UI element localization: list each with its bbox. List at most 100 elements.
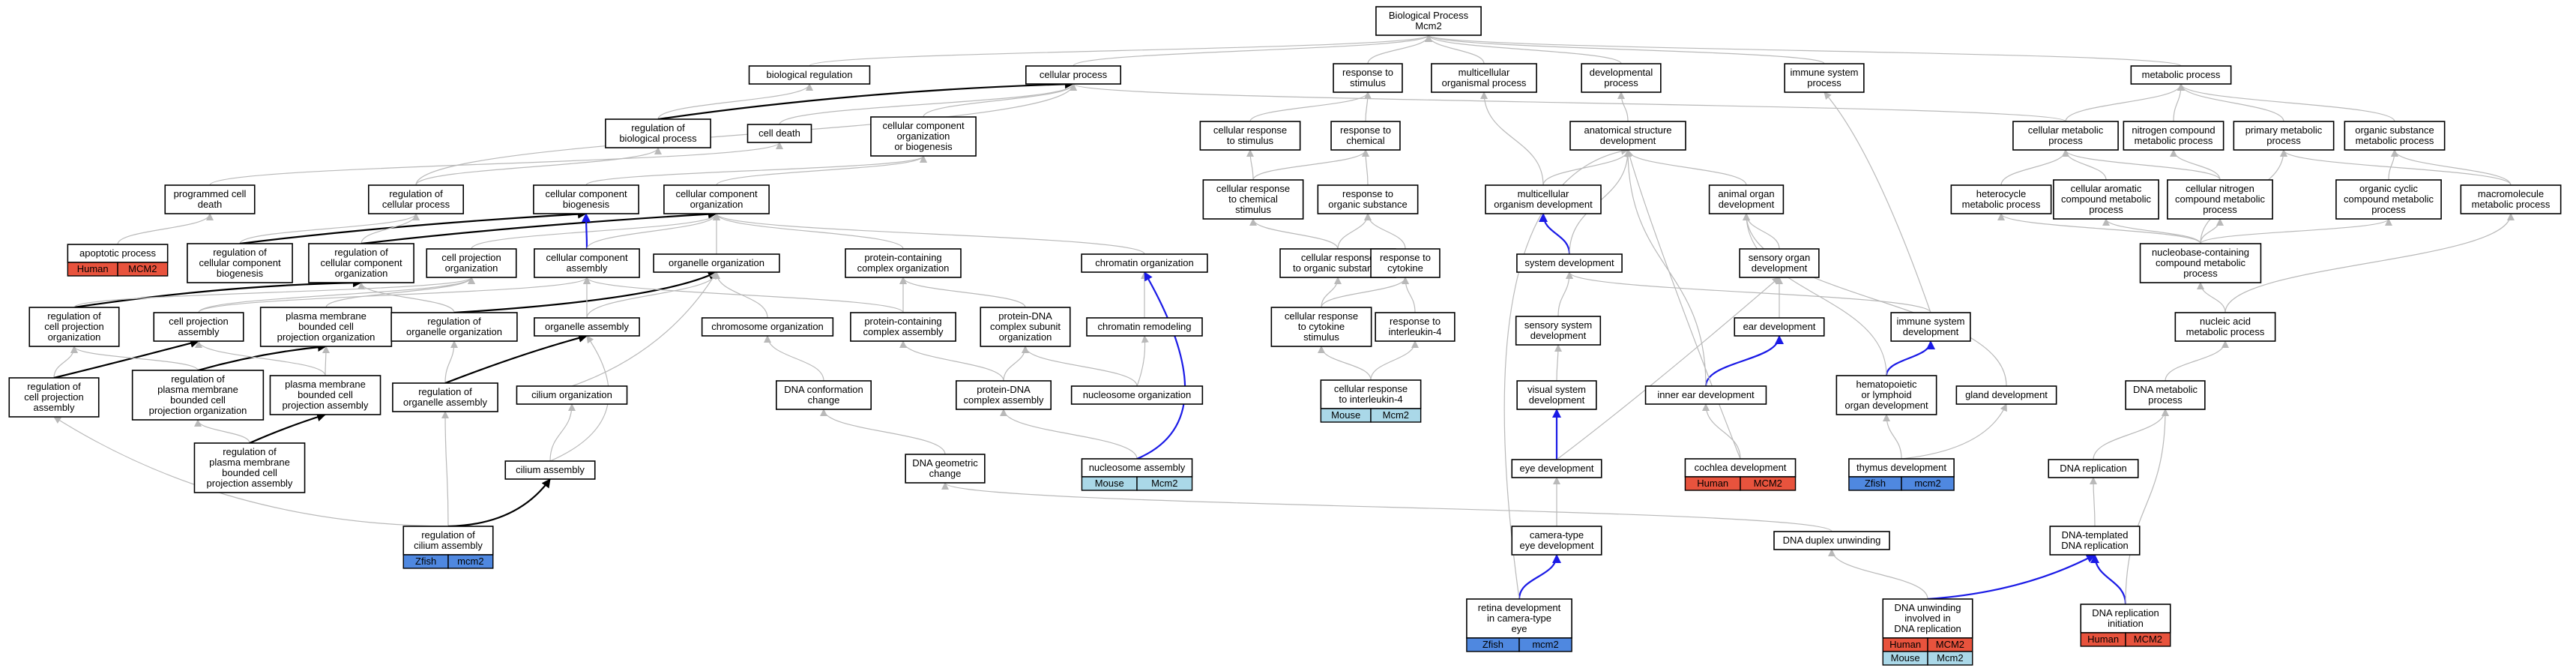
species-label: Mouse (1095, 478, 1124, 489)
go-term-node[interactable]: cilium organization (516, 385, 628, 405)
go-term-node[interactable]: system development (1516, 253, 1623, 273)
go-term-node[interactable]: organelle organization (653, 253, 780, 273)
edge-arrow (1566, 271, 1931, 313)
node-label: heterocycle (1976, 188, 2026, 199)
go-term-node[interactable]: inner ear development (1644, 385, 1767, 405)
go-term-node[interactable]: chromatin organization (1081, 253, 1208, 273)
node-label: multicellular (1518, 188, 1569, 199)
node-label: animal organ (1718, 188, 1774, 199)
go-term-node[interactable]: metabolic process (2130, 65, 2232, 85)
node-box (426, 248, 517, 278)
node-box (1270, 307, 1372, 347)
node-label: developmental (1590, 67, 1653, 78)
node-box (1734, 317, 1825, 337)
go-term-node[interactable]: ear development (1734, 317, 1825, 337)
go-term-node[interactable]: eye development (1511, 459, 1602, 478)
go-term-node[interactable]: DNA duplex unwinding (1773, 531, 1890, 550)
go-term-node[interactable]: gland development (1955, 385, 2057, 405)
go-term-node[interactable]: cell death (746, 124, 812, 143)
go-term-node[interactable]: biological regulation (748, 65, 871, 85)
edge-arrow (1542, 149, 1632, 186)
edge-arrow (1364, 213, 1406, 250)
go-term-node[interactable]: DNA replication (2048, 459, 2139, 478)
go-term-node[interactable]: chromatin remodeling (1086, 317, 1203, 337)
go-term-node[interactable]: nucleosome organization (1070, 385, 1204, 405)
node-label: response to (1342, 67, 1393, 78)
go-term-node[interactable]: chromosome organization (701, 317, 834, 337)
node-label: DNA conformation (784, 384, 863, 395)
go-term-node[interactable]: cilium assembly (504, 460, 596, 480)
go-term-node[interactable]: organelle assembly (534, 317, 640, 337)
go-term-node[interactable]: cellular process (1025, 65, 1122, 85)
